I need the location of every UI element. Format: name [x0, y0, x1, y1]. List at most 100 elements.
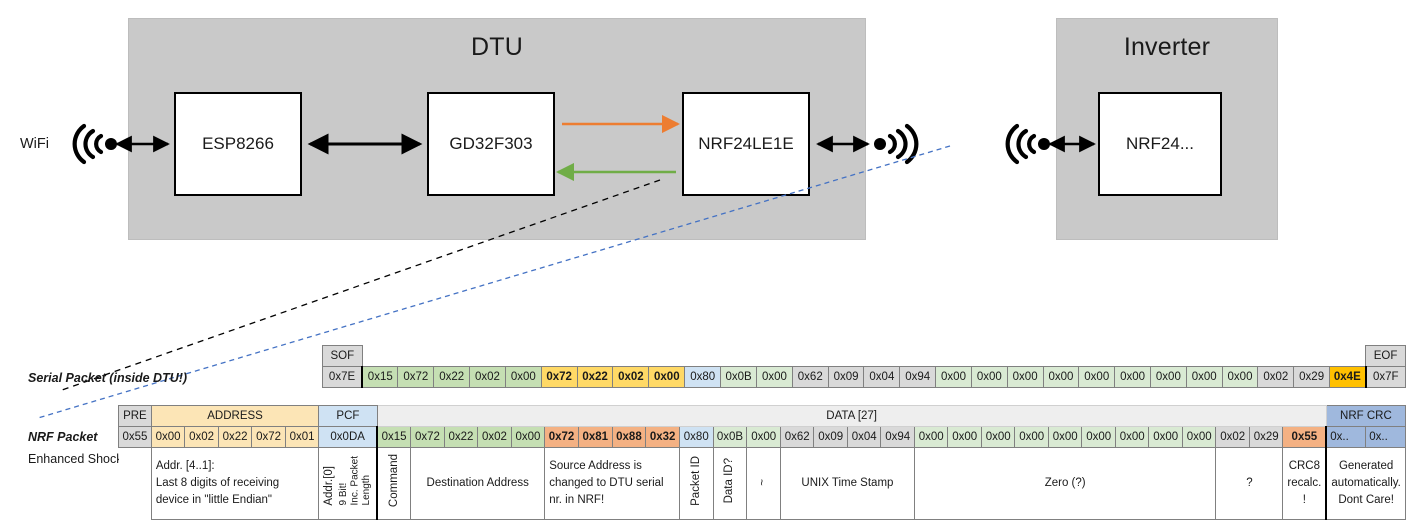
serial-sof-header: SOF	[322, 345, 363, 367]
nrf-data-byte-11: 0x00	[746, 426, 781, 448]
nrf-data-header: DATA [27]	[376, 405, 1327, 427]
nrf-data-byte-4: 0x00	[510, 426, 546, 448]
dtu-title: DTU	[471, 33, 523, 61]
serial-byte-7: 0x02	[612, 366, 650, 388]
serial-byte-11: 0x00	[756, 366, 793, 388]
nrf-data-byte-6: 0x81	[577, 426, 613, 448]
annotation-pre-blank	[118, 447, 152, 520]
nrf-data-byte-19: 0x00	[1014, 426, 1049, 448]
nrf-data-byte-22: 0x00	[1114, 426, 1150, 448]
serial-byte-10: 0x0B	[720, 366, 758, 388]
nrf-data-byte-27: 0x55	[1282, 426, 1328, 448]
serial-byte-3: 0x02	[469, 366, 506, 388]
nrf-packet-label: NRF Packet	[28, 430, 98, 444]
serial-byte-9: 0x80	[684, 366, 722, 388]
nrf-address-byte-2: 0x22	[217, 426, 253, 448]
annotation-unix-time-stamp: UNIX Time Stamp	[779, 447, 915, 520]
nrf-data-byte-0: 0x15	[376, 426, 412, 448]
nrf-crc-value-1: 0x..	[1365, 426, 1406, 448]
inverter-title: Inverter	[1123, 33, 1211, 61]
nrf-data-byte-8: 0x32	[645, 426, 680, 448]
annotation-command: Command	[376, 447, 412, 520]
nrf-address-header: ADDRESS	[150, 405, 320, 427]
serial-byte-26: 0x29	[1293, 366, 1331, 388]
serial-byte-12: 0x62	[791, 366, 829, 388]
annotation-destination-address: Destination Address	[410, 447, 546, 520]
chip-esp8266-label: ESP8266	[202, 134, 274, 153]
nrf-data-byte-12: 0x62	[779, 426, 815, 448]
serial-byte-5: 0x72	[540, 366, 578, 388]
nrf-header-row: PRE ADDRESS PCF DATA [27] NRF CRC	[118, 405, 1406, 427]
serial-eof-value: 0x7F	[1365, 366, 1406, 388]
nrf-data-byte-5: 0x72	[544, 426, 579, 448]
serial-byte-21: 0x00	[1114, 366, 1151, 388]
serial-byte-22: 0x00	[1149, 366, 1187, 388]
nrf-data-byte-13: 0x09	[813, 426, 848, 448]
serial-header-row: SOF EOF	[322, 345, 1406, 367]
serial-sof-value: 0x7E	[322, 366, 363, 388]
chip-esp8266: ESP8266	[174, 92, 302, 196]
nrf-data-byte-14: 0x04	[846, 426, 882, 448]
nrf-address-byte-0: 0x00	[150, 426, 186, 448]
nrf-address-byte-1: 0x02	[184, 426, 219, 448]
serial-byte-2: 0x22	[433, 366, 471, 388]
chip-gd32f303-label: GD32F303	[449, 134, 533, 153]
annotation-zero: Zero (?)	[913, 447, 1217, 520]
nrf-data-byte-16: 0x00	[913, 426, 949, 448]
annotation-packet-id: Packet ID	[679, 447, 714, 520]
serial-header-spacer	[362, 346, 1366, 367]
nrf-data-byte-15: 0x94	[880, 426, 915, 448]
nrf-data-byte-21: 0x00	[1081, 426, 1116, 448]
nrf-address-byte-3: 0x72	[251, 426, 286, 448]
nrf-crc-header: NRF CRC	[1325, 405, 1406, 427]
nrf-pcf-header: PCF	[318, 405, 378, 427]
packet-tables: Serial Packet (inside DTU!) NRF Packet E…	[0, 340, 1406, 523]
serial-byte-15: 0x94	[899, 366, 937, 388]
nrf-data-byte-10: 0x0B	[712, 426, 748, 448]
nrf-data-byte-2: 0x22	[443, 426, 479, 448]
nrf-crc-value-0: 0x..	[1325, 426, 1367, 448]
nrf-data-byte-24: 0x00	[1181, 426, 1217, 448]
block-diagram: DTU ESP8266 GD32F303 NRF24LE1E Inverter …	[20, 18, 1278, 240]
serial-byte-18: 0x00	[1006, 366, 1044, 388]
chip-gd32f303: GD32F303	[427, 92, 555, 196]
annotation-question: ?	[1215, 447, 1284, 520]
nrf-data-byte-9: 0x80	[679, 426, 714, 448]
nrf-data-byte-3: 0x02	[477, 426, 512, 448]
chip-nrf24le1e-label: NRF24LE1E	[698, 134, 794, 153]
serial-byte-16: 0x00	[935, 366, 972, 388]
serial-byte-13: 0x09	[827, 366, 865, 388]
nrf-pre-header: PRE	[118, 405, 152, 427]
nrf-data-byte-17: 0x00	[947, 426, 982, 448]
nrf-data-byte-1: 0x72	[410, 426, 445, 448]
serial-byte-25: 0x02	[1257, 366, 1295, 388]
nrf-pcf-value: 0x0DA	[318, 426, 378, 448]
chip-nrf24le1e: NRF24LE1E	[682, 92, 810, 196]
chip-nrf24: NRF24...	[1098, 92, 1222, 196]
serial-byte-1: 0x72	[397, 366, 435, 388]
serial-byte-4: 0x00	[504, 366, 542, 388]
annotation-data-id: Data ID?	[712, 447, 748, 520]
nrf-pre-value: 0x55	[118, 426, 152, 448]
nrf-data-byte-20: 0x00	[1047, 426, 1083, 448]
nrf-data-byte-23: 0x00	[1148, 426, 1183, 448]
serial-eof-header: EOF	[1365, 345, 1406, 367]
nrf-data-byte-7: 0x88	[611, 426, 647, 448]
wifi-label: WiFi	[20, 136, 49, 152]
serial-byte-17: 0x00	[970, 366, 1008, 388]
serial-byte-14: 0x04	[863, 366, 901, 388]
chip-nrf24-label: NRF24...	[1125, 134, 1195, 153]
nrf-data-byte-18: 0x00	[980, 426, 1016, 448]
annotation-tilde: ~	[746, 447, 781, 520]
serial-byte-23: 0x00	[1185, 366, 1223, 388]
nrf-address-byte-4: 0x01	[284, 426, 320, 448]
serial-byte-19: 0x00	[1042, 366, 1080, 388]
